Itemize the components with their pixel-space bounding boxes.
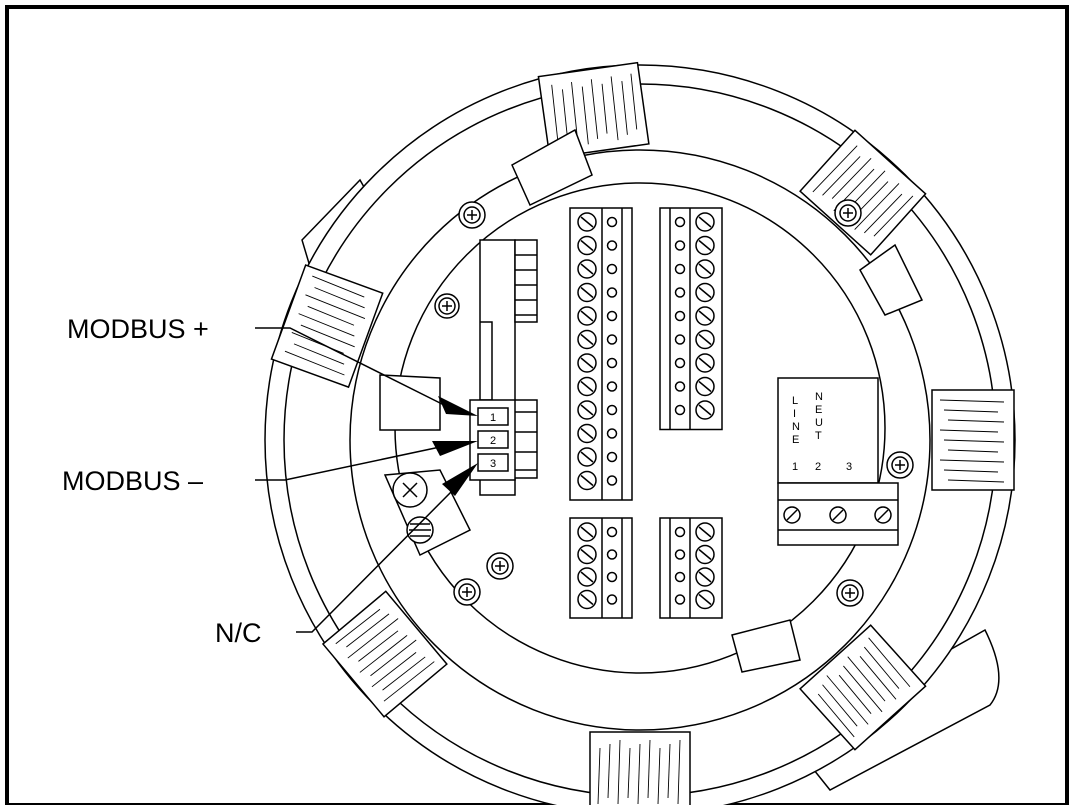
line-letter-e: E bbox=[792, 434, 799, 446]
pin-label-1: 1 bbox=[490, 412, 496, 424]
neut-letter-t: T bbox=[815, 430, 822, 442]
terminal-strip bbox=[659, 517, 723, 619]
line-letter-n: N bbox=[792, 421, 800, 433]
screw bbox=[836, 579, 864, 607]
terminal-strip bbox=[659, 207, 723, 431]
hatched-bolt-blocks bbox=[270, 61, 1015, 805]
screw bbox=[458, 201, 486, 229]
pin-box-2 bbox=[477, 430, 509, 449]
terminal-strip bbox=[569, 207, 633, 501]
bolt-block bbox=[537, 61, 650, 159]
terminal-number-2: 2 bbox=[815, 461, 821, 473]
pin-box-1 bbox=[477, 407, 509, 426]
ground-bracket bbox=[383, 469, 472, 557]
screws bbox=[453, 199, 914, 607]
neut-letter-u: U bbox=[815, 417, 823, 429]
terminal-strips bbox=[569, 207, 723, 619]
terminal-number-1: 1 bbox=[792, 461, 798, 473]
bolt-block bbox=[589, 731, 691, 805]
terminal-number-3: 3 bbox=[846, 461, 852, 473]
terminal-strip bbox=[569, 517, 633, 619]
ring-notches bbox=[379, 128, 924, 673]
callout-modbus-minus: MODBUS – bbox=[62, 466, 203, 496]
bolt-block bbox=[321, 590, 448, 718]
screw bbox=[453, 578, 481, 606]
callout-modbus-plus: MODBUS + bbox=[67, 314, 209, 344]
pin-label-3: 3 bbox=[490, 458, 496, 470]
bolt-block bbox=[799, 624, 927, 751]
screw bbox=[886, 451, 914, 479]
callout-leaders bbox=[255, 327, 478, 633]
line-letter-i: I bbox=[793, 408, 796, 420]
neut-letter-e: E bbox=[815, 404, 822, 416]
arrow-modbus-minus bbox=[432, 441, 478, 456]
screw bbox=[486, 552, 514, 580]
callout-nc: N/C bbox=[215, 618, 262, 648]
panel-screw-upper bbox=[434, 293, 460, 319]
line-letter-l: L bbox=[792, 395, 798, 407]
arrow-nc bbox=[442, 463, 478, 496]
page-frame bbox=[5, 5, 1069, 805]
bolt-block bbox=[931, 389, 1015, 491]
pin-box-3 bbox=[477, 453, 509, 472]
arrow-modbus-plus bbox=[438, 396, 478, 416]
modbus-connector: 1 2 3 bbox=[469, 239, 538, 496]
screw bbox=[834, 199, 862, 227]
bolt-block bbox=[270, 264, 384, 389]
neut-letter-n: N bbox=[815, 391, 823, 403]
power-terminal-block: L I N E N E U T 1 2 3 bbox=[777, 377, 899, 546]
pin-label-2: 2 bbox=[490, 435, 496, 447]
